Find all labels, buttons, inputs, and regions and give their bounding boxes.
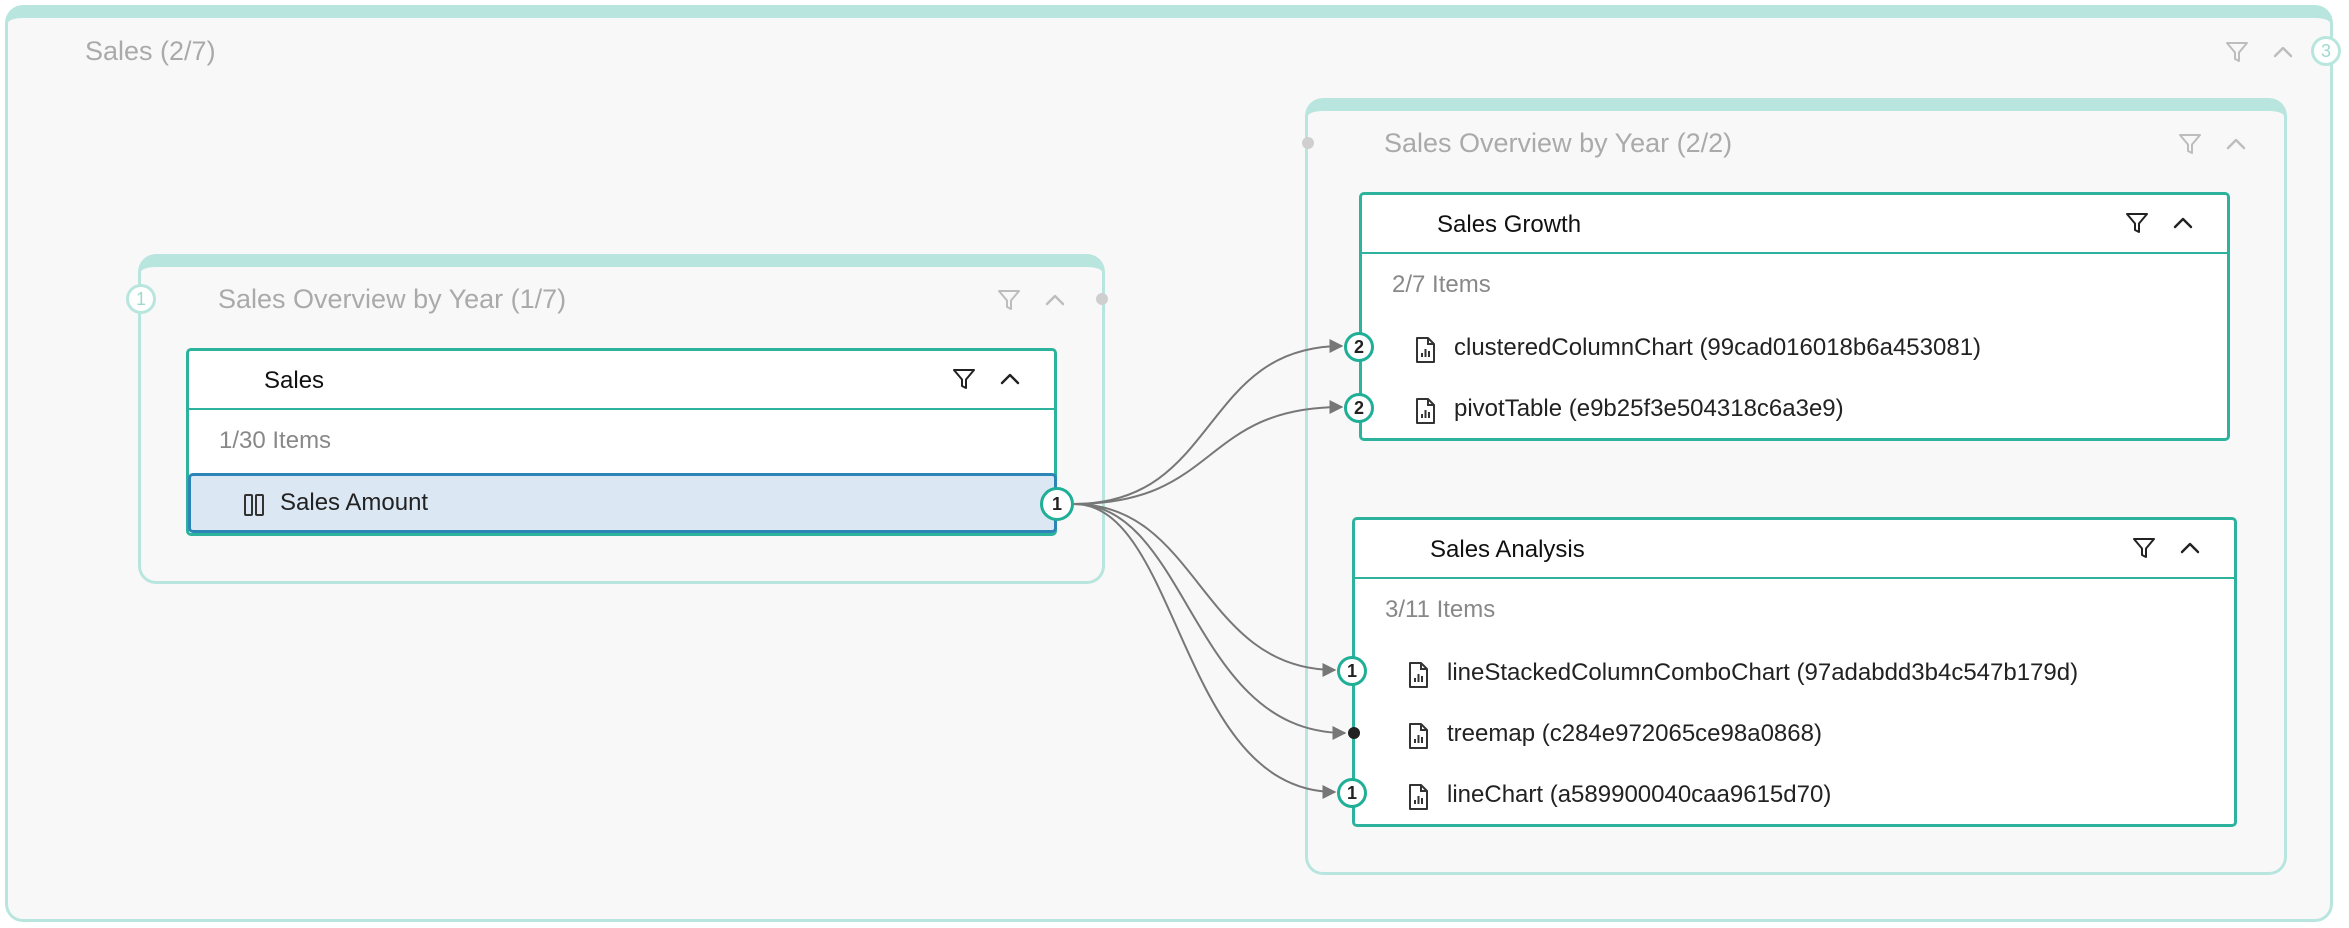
analysis-card-title: Sales Analysis	[1430, 536, 1585, 563]
analysis-item-line-chart[interactable]: lineChart (a589900040caa9615d70)	[1355, 766, 2234, 826]
link-to-pivot-table	[1073, 400, 1344, 505]
growth-item-label: pivotTable (e9b25f3e504318c6a3e9)	[1454, 395, 1844, 422]
link-to-line-chart	[1073, 503, 1337, 799]
analysis-item-label: lineChart (a589900040caa9615d70)	[1447, 781, 1832, 808]
growth-card-filter-icon[interactable]	[2122, 208, 2152, 238]
treemap-connector-dot	[1348, 727, 1360, 739]
analysis-item-badge: 1	[1337, 656, 1367, 686]
link-to-clustered-column	[1073, 339, 1344, 505]
growth-card-title: Sales Growth	[1437, 211, 1582, 238]
sales-card-collapse-icon[interactable]	[995, 364, 1025, 394]
report-visual-icon	[1405, 783, 1431, 811]
outer-group-filter-icon[interactable]	[2222, 37, 2252, 67]
sales-card-header: Sales	[189, 351, 1054, 410]
sales-growth-card[interactable]: Sales Growth 2/7 Items clusteredColumnCh…	[1359, 192, 2230, 441]
left-group-collapse-icon[interactable]	[1040, 285, 1070, 315]
report-visual-icon	[1405, 661, 1431, 689]
left-group-title: Sales Overview by Year (1/7)	[218, 284, 567, 314]
analysis-item-treemap[interactable]: treemap (c284e972065ce98a0868)	[1355, 705, 2234, 765]
growth-item-pivot-table[interactable]: pivotTable (e9b25f3e504318c6a3e9)	[1362, 380, 2227, 440]
outer-group-badge: 3	[2311, 36, 2341, 66]
sales-card-title: Sales	[264, 367, 325, 394]
analysis-item-label: treemap (c284e972065ce98a0868)	[1447, 720, 1822, 747]
sales-amount-item[interactable]: Sales Amount	[188, 473, 1057, 533]
left-group-filter-icon[interactable]	[994, 285, 1024, 315]
sales-table-card[interactable]: Sales 1/30 Items Sales Amount	[186, 348, 1057, 536]
sales-amount-label: Sales Amount	[280, 489, 429, 516]
outer-group-collapse-icon[interactable]	[2268, 37, 2298, 67]
right-group-collapse-icon[interactable]	[2221, 129, 2251, 159]
analysis-card-filter-icon[interactable]	[2129, 533, 2159, 563]
column-icon	[241, 491, 267, 519]
sales-card-filter-icon[interactable]	[949, 364, 979, 394]
analysis-card-header: Sales Analysis	[1355, 520, 2234, 579]
growth-item-clustered-column[interactable]: clusteredColumnChart (99cad016018b6a4530…	[1362, 319, 2227, 379]
left-group-badge: 1	[126, 284, 156, 314]
right-group-filter-icon[interactable]	[2175, 129, 2205, 159]
outer-group-title: Sales (2/7)	[85, 36, 216, 66]
sales-card-count: 1/30 Items	[219, 427, 332, 454]
analysis-item-badge: 1	[1337, 778, 1367, 808]
sales-amount-badge: 1	[1040, 487, 1074, 521]
growth-card-header: Sales Growth	[1362, 195, 2227, 254]
analysis-item-line-stacked[interactable]: lineStackedColumnComboChart (97adabdd3b4…	[1355, 644, 2234, 704]
link-to-treemap	[1073, 503, 1347, 740]
growth-item-badge: 2	[1344, 393, 1374, 423]
growth-card-count: 2/7 Items	[1392, 271, 1491, 298]
analysis-card-count: 3/11 Items	[1385, 596, 1496, 623]
analysis-item-label: lineStackedColumnComboChart (97adabdd3b4…	[1447, 659, 2079, 686]
report-visual-icon	[1405, 722, 1431, 750]
report-visual-icon	[1412, 336, 1438, 364]
report-visual-icon	[1412, 397, 1438, 425]
growth-card-collapse-icon[interactable]	[2168, 208, 2198, 238]
sales-analysis-card[interactable]: Sales Analysis 3/11 Items lineStackedCol…	[1352, 517, 2237, 827]
growth-item-label: clusteredColumnChart (99cad016018b6a4530…	[1454, 334, 1982, 361]
growth-item-badge: 2	[1344, 332, 1374, 362]
left-group-connector-dot	[1096, 293, 1108, 305]
right-group-title: Sales Overview by Year (2/2)	[1384, 128, 1733, 158]
link-to-line-stacked	[1073, 503, 1337, 677]
right-group-connector-dot	[1302, 137, 1314, 149]
analysis-card-collapse-icon[interactable]	[2175, 533, 2205, 563]
